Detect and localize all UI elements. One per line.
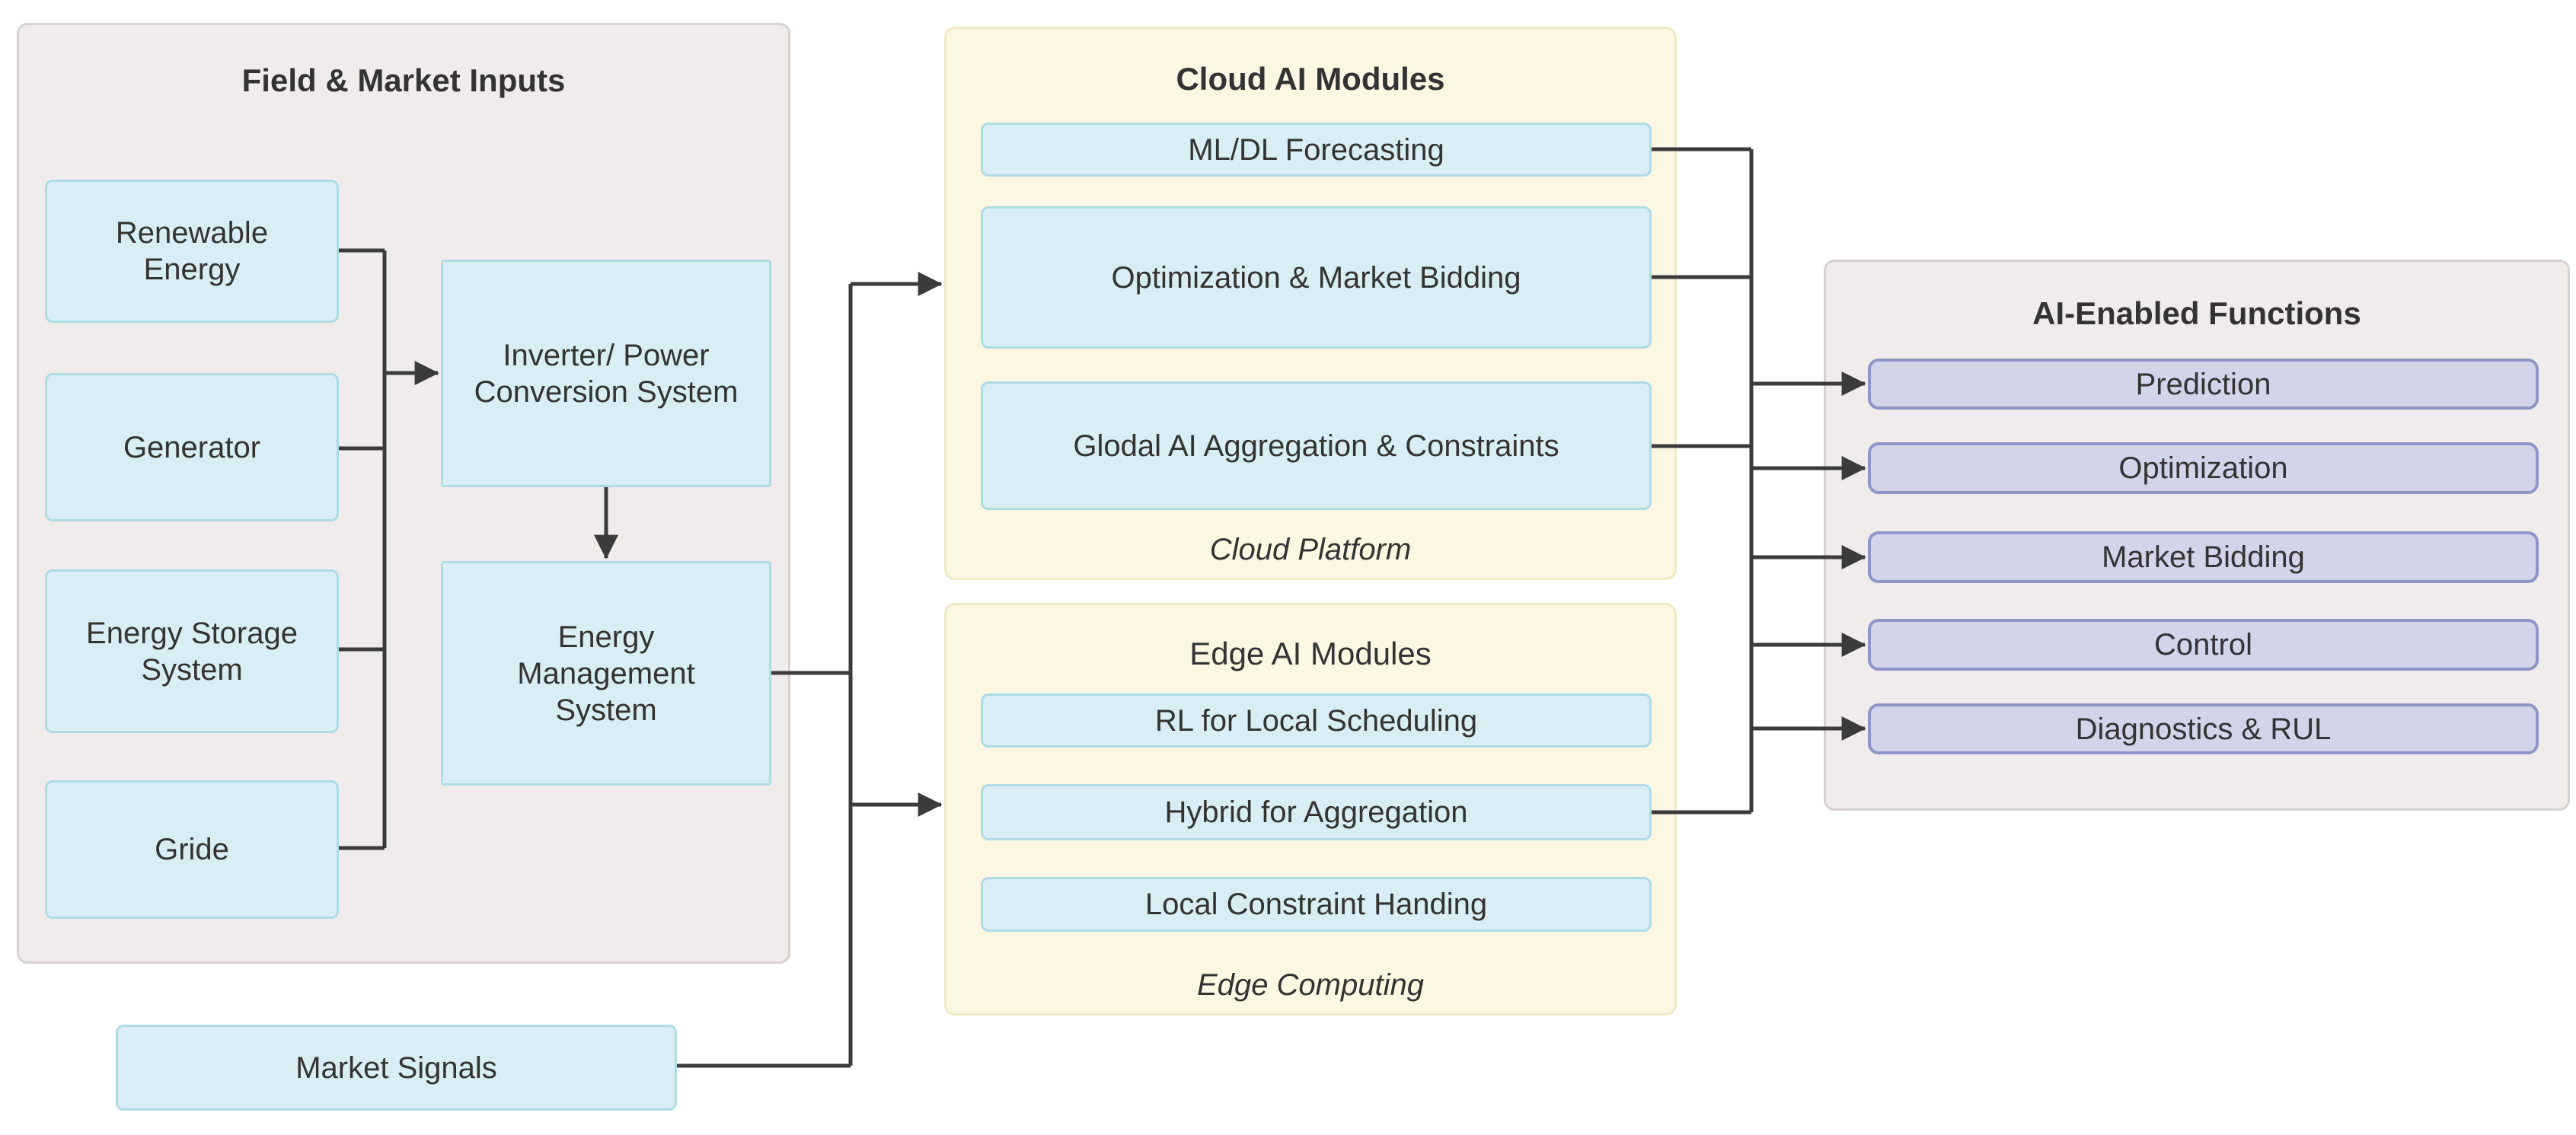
node-market-bidding: Market Bidding (1868, 531, 2539, 583)
node-diagnostics-rul: Diagnostics & RUL (1868, 703, 2539, 754)
panel-title-edge-ai-modules: Edge AI Modules (1189, 636, 1432, 671)
node-control: Control (1868, 619, 2539, 671)
node-generator: Generator (45, 373, 339, 521)
panel-footer-cloud-platform: Cloud Platform (1209, 533, 1412, 566)
node-optimization-market-bidding: Optimization & Market Bidding (981, 206, 1652, 349)
node-glodal-ai-aggregation: Glodal AI Aggregation & Constraints (981, 381, 1652, 510)
node-gride: Gride (45, 780, 339, 919)
panel-title-ai-enabled-functions: AI-Enabled Functions (2032, 295, 2361, 331)
panel-title-cloud-ai-modules: Cloud AI Modules (1176, 61, 1445, 97)
panel-title-field-market-inputs: Field & Market Inputs (241, 62, 566, 98)
node-inverter-power-conversion: Inverter/ Power Conversion System (441, 260, 771, 487)
node-prediction: Prediction (1868, 359, 2539, 410)
node-local-constraint-handing: Local Constraint Handing (981, 877, 1652, 932)
node-hybrid-aggregation: Hybrid for Aggregation (981, 784, 1652, 840)
panel-footer-edge-computing: Edge Computing (1197, 968, 1424, 1002)
node-optimization: Optimization (1868, 442, 2539, 494)
node-market-signals: Market Signals (116, 1025, 677, 1111)
node-energy-storage-system: Energy Storage System (45, 569, 339, 733)
node-rl-local-scheduling: RL for Local Scheduling (981, 693, 1652, 748)
node-mldl-forecasting: ML/DL Forecasting (981, 123, 1652, 177)
node-energy-management-system: Energy Management System (441, 561, 771, 786)
node-renewable-energy: Renewable Energy (45, 180, 339, 323)
